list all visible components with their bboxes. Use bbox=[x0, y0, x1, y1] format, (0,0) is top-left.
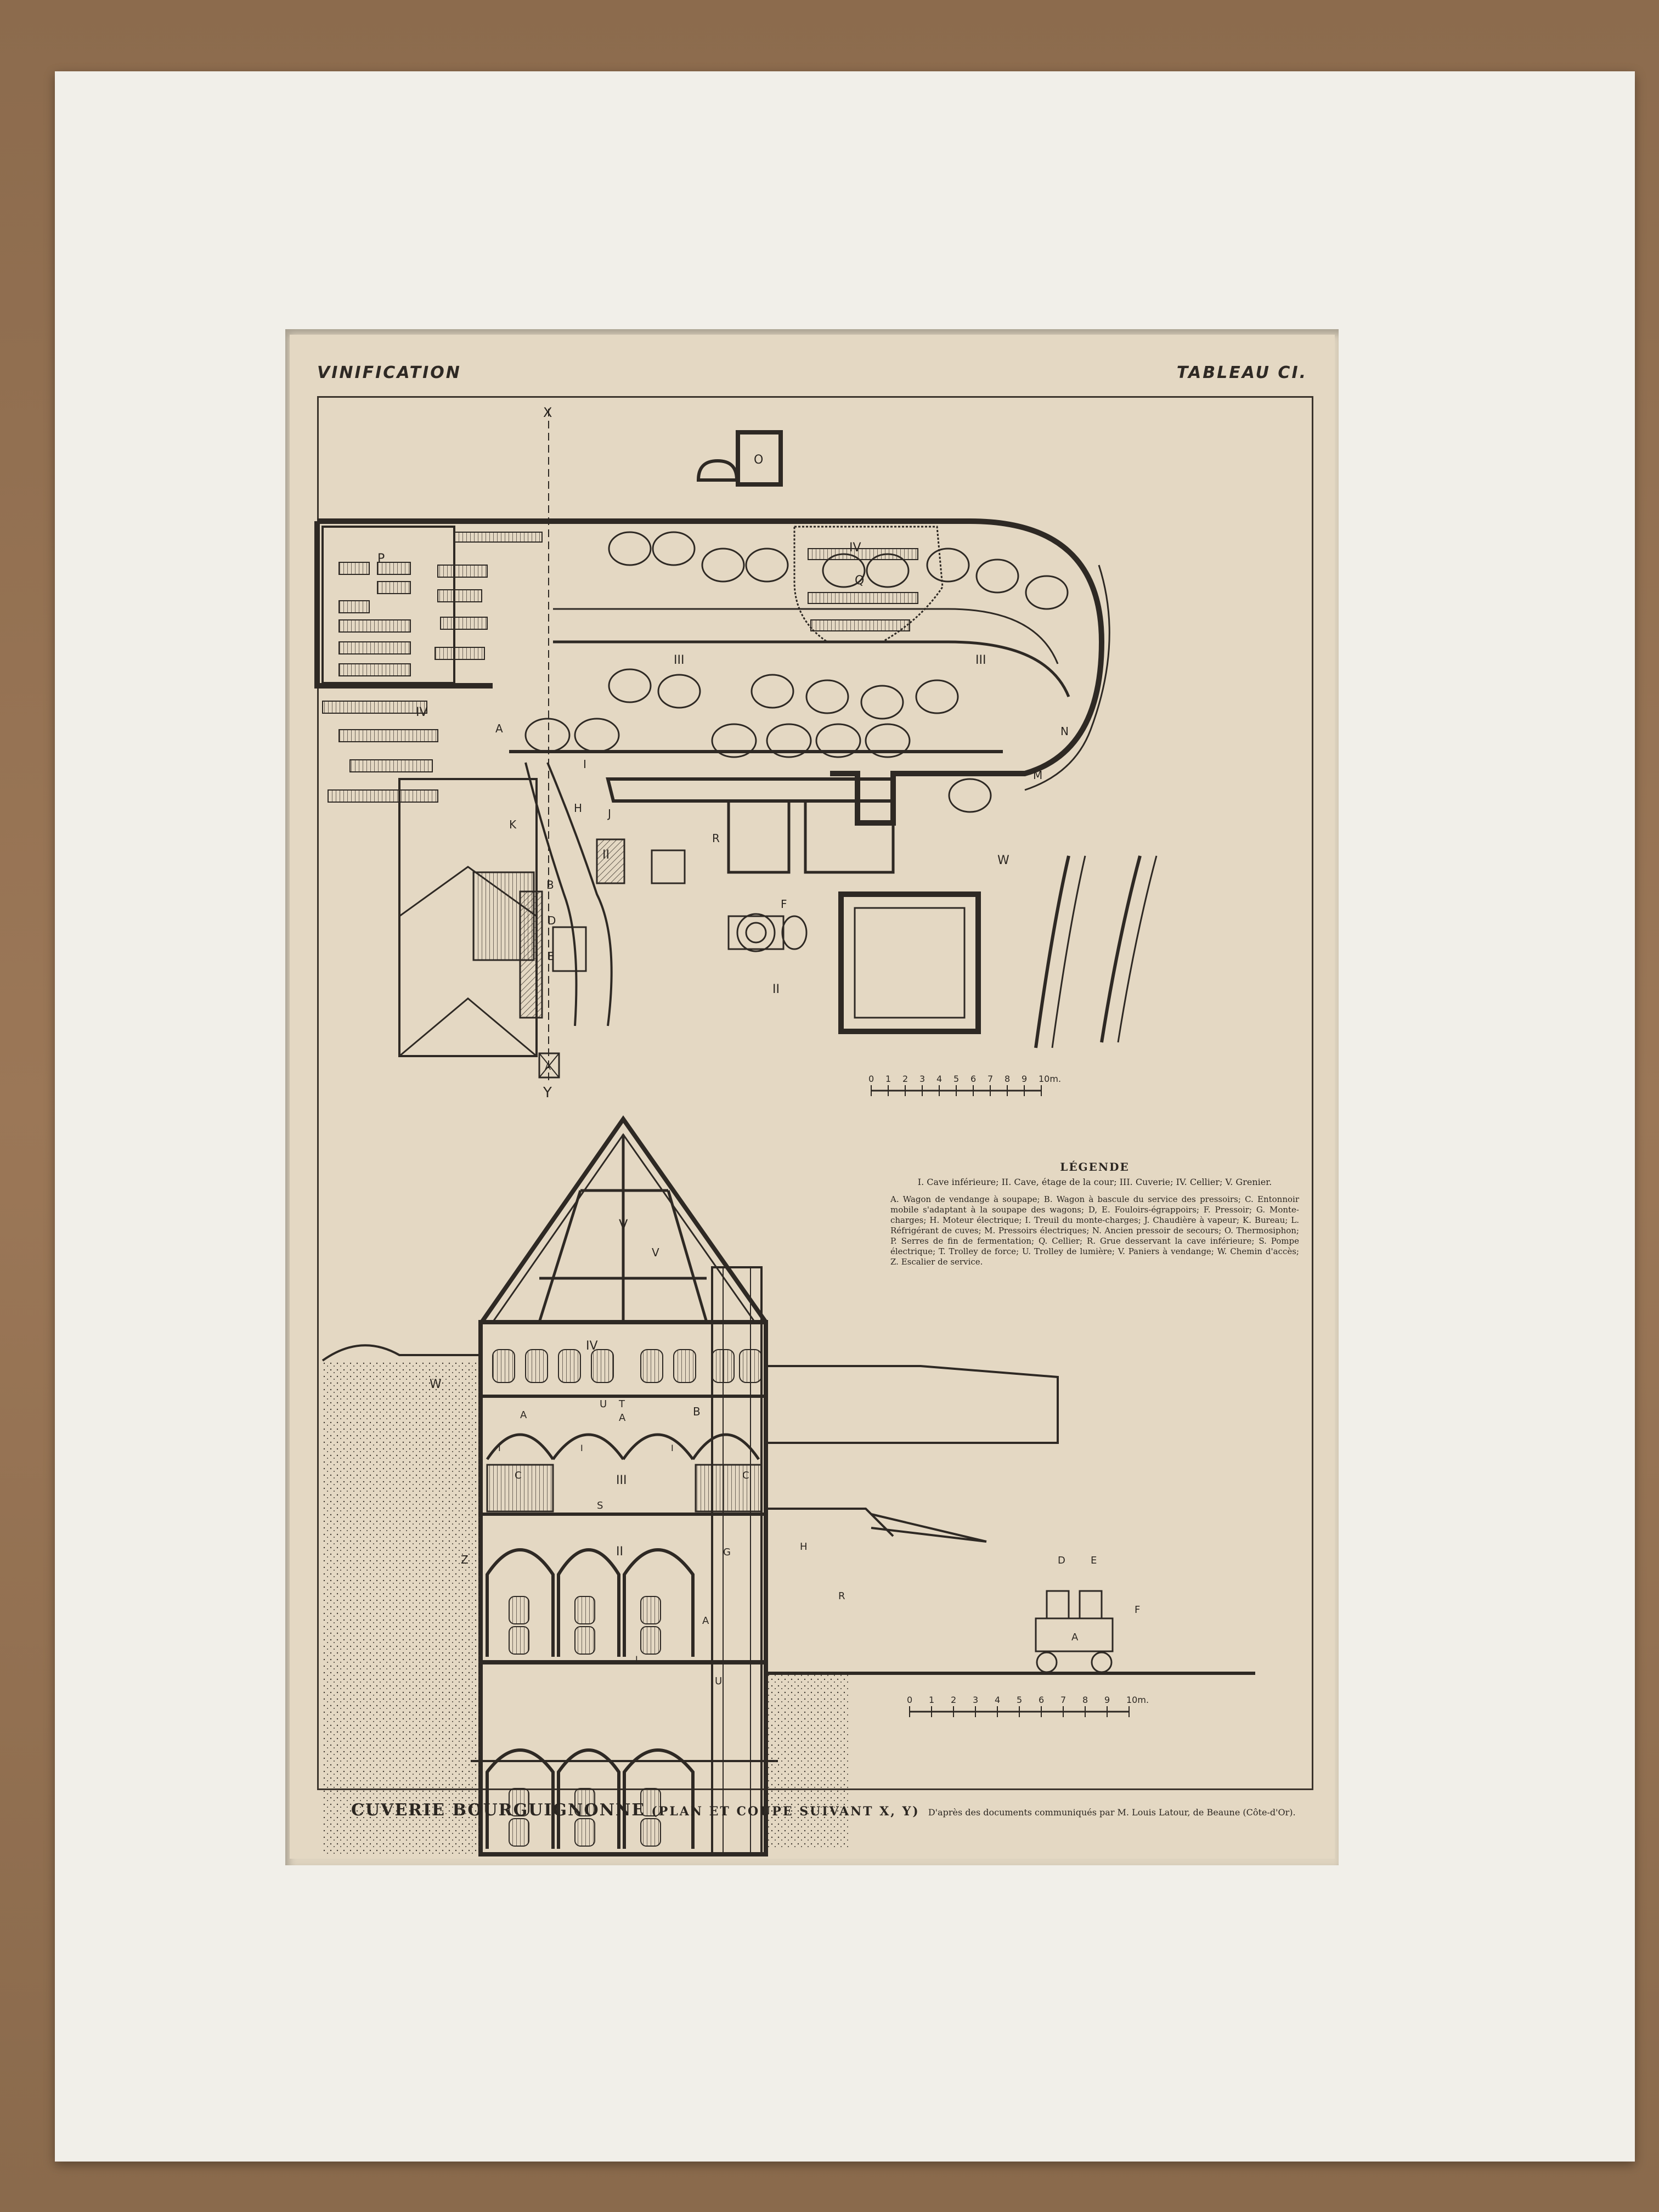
sec-label-a-low: A bbox=[702, 1615, 709, 1627]
section-scale-label: 3 bbox=[973, 1695, 978, 1705]
caption-credit: D'après des documents communiqués par M.… bbox=[928, 1807, 1296, 1818]
plan-label-m: M bbox=[1033, 769, 1042, 782]
plan-label-a: A bbox=[495, 722, 503, 735]
plan-label-ii-mid: II bbox=[602, 848, 610, 862]
plan-label-w: W bbox=[997, 854, 1009, 867]
pressing-machinery bbox=[519, 838, 808, 1019]
section-scale-label: 8 bbox=[1082, 1695, 1088, 1705]
plan-label-j: J bbox=[607, 807, 611, 820]
section-labels: V V IV W U T A A B I I I C C III S Z II … bbox=[430, 1217, 1140, 1687]
section-scale-label: 4 bbox=[995, 1695, 1000, 1705]
sec-label-v-top: V bbox=[619, 1217, 628, 1232]
section-scale-label: 9 bbox=[1104, 1695, 1110, 1705]
caption-subtitle: (PLAN ET COUPE SUIVANT X, Y) bbox=[651, 1804, 920, 1819]
plan-scale-label: 5 bbox=[953, 1074, 959, 1084]
sec-label-w: W bbox=[430, 1378, 442, 1391]
plan-label-iii-right: III bbox=[975, 653, 986, 667]
sec-label-c-left: C bbox=[515, 1470, 522, 1481]
plan-label-iv-left: IV bbox=[416, 706, 428, 719]
section-scale-label: 0 bbox=[907, 1695, 912, 1705]
plan-scale-label: 6 bbox=[970, 1074, 976, 1084]
floor-plan bbox=[314, 409, 1158, 1081]
section-scale-bar: 0 1 2 3 4 5 6 7 8 9 10m. bbox=[907, 1695, 1149, 1717]
plan-label-iii-mid: III bbox=[674, 653, 684, 667]
sec-label-s: S bbox=[597, 1500, 603, 1511]
header-vinification: VINIFICATION bbox=[317, 363, 461, 382]
sec-label-c-right: C bbox=[742, 1470, 749, 1481]
cave-barrels bbox=[509, 1596, 661, 1847]
plan-label-i: I bbox=[583, 758, 586, 771]
section-scale-label: 6 bbox=[1039, 1695, 1044, 1705]
plan-label-e: E bbox=[548, 950, 555, 963]
section-scale-label: 2 bbox=[951, 1695, 956, 1705]
sec-label-h: H bbox=[800, 1541, 808, 1553]
plan-label-k: K bbox=[509, 818, 517, 831]
plan-label-b: B bbox=[546, 878, 554, 891]
plan-label-d: D bbox=[548, 914, 556, 927]
fermentation-vats bbox=[524, 531, 1069, 813]
sec-label-iii: III bbox=[616, 1474, 627, 1487]
header-tableau: TABLEAU CI. bbox=[1176, 363, 1307, 382]
sec-label-e: E bbox=[1091, 1555, 1097, 1566]
section-scale-label: 1 bbox=[929, 1695, 934, 1705]
plan-and-section-drawing: 0 1 2 3 4 5 6 7 8 9 10m. bbox=[314, 405, 1255, 1857]
engraving-sheet: VINIFICATION TABLEAU CI. bbox=[290, 335, 1335, 1859]
sec-label-g: G bbox=[723, 1547, 731, 1558]
sec-label-z: Z bbox=[461, 1553, 469, 1566]
plan-scale-label: 4 bbox=[936, 1074, 942, 1084]
cellar-iv-barrels bbox=[492, 1349, 762, 1383]
cross-section bbox=[321, 1115, 1255, 1857]
plan-scale-label: 10m. bbox=[1039, 1074, 1061, 1084]
plan-scale-bar: 0 1 2 3 4 5 6 7 8 9 10m. bbox=[868, 1074, 1061, 1096]
plan-label-x: X bbox=[543, 405, 552, 420]
plan-label-p: P bbox=[377, 552, 385, 566]
plan-label-y: Y bbox=[543, 1085, 552, 1101]
plan-label-f: F bbox=[781, 898, 787, 911]
plan-scale-label: 3 bbox=[919, 1074, 925, 1084]
plan-scale-label: 2 bbox=[902, 1074, 908, 1084]
sec-label-a-left: A bbox=[520, 1409, 527, 1421]
plate-caption: CUVERIE BOURGUIGNONNE (PLAN ET COUPE SUI… bbox=[351, 1801, 1328, 1820]
sec-label-i-right: I bbox=[671, 1443, 674, 1453]
sec-label-b: B bbox=[693, 1405, 701, 1418]
plan-scale-label: 8 bbox=[1005, 1074, 1010, 1084]
plan-scale-label: 9 bbox=[1022, 1074, 1027, 1084]
barrel-rows-p bbox=[322, 532, 543, 803]
plan-label-r: R bbox=[712, 832, 720, 845]
plan-label-q: Q bbox=[855, 574, 864, 588]
legend-title: LÉGENDE bbox=[1060, 1160, 1130, 1173]
plan-label-o: O bbox=[754, 453, 763, 467]
plan-scale-label: 1 bbox=[885, 1074, 891, 1084]
legend-block: LÉGENDE I. Cave inférieure; II. Cave, ét… bbox=[890, 1160, 1299, 1267]
caption-title: CUVERIE BOURGUIGNONNE bbox=[351, 1801, 646, 1820]
sec-label-d: D bbox=[1058, 1555, 1065, 1566]
sec-label-u: U bbox=[600, 1398, 607, 1410]
sec-label-r: R bbox=[838, 1590, 845, 1602]
legend-floors: I. Cave inférieure; II. Cave, étage de l… bbox=[917, 1177, 1272, 1187]
sec-label-t: T bbox=[618, 1398, 625, 1410]
plan-label-a-wagon: A bbox=[545, 1062, 551, 1072]
plan-labels: X Y O P IV IV Q III III N M A K I H J II… bbox=[377, 405, 1069, 1101]
sec-label-i-low: I bbox=[635, 1654, 638, 1664]
sec-label-i-left: I bbox=[498, 1443, 501, 1453]
plan-scale-label: 7 bbox=[988, 1074, 993, 1084]
plan-label-ii-court: II bbox=[772, 983, 780, 996]
legend-items: A. Wagon de vendange à soupape; B. Wagon… bbox=[890, 1194, 1299, 1267]
sec-label-ii: II bbox=[616, 1545, 623, 1559]
plan-label-h: H bbox=[574, 802, 582, 815]
plan-label-n: N bbox=[1060, 725, 1069, 738]
section-scale-label: 7 bbox=[1060, 1695, 1066, 1705]
sec-label-u-low: U bbox=[715, 1675, 722, 1687]
section-scale-label: 10m. bbox=[1126, 1695, 1149, 1705]
section-scale-label: 5 bbox=[1017, 1695, 1022, 1705]
sec-label-i-mid: I bbox=[580, 1443, 583, 1453]
plan-label-iv-top: IV bbox=[849, 541, 861, 555]
sec-label-iv: IV bbox=[586, 1339, 598, 1353]
plan-scale-label: 0 bbox=[868, 1074, 874, 1084]
sec-label-v-baskets: V bbox=[652, 1246, 659, 1259]
sec-label-a-cart: A bbox=[1071, 1632, 1079, 1643]
sec-label-a-mid: A bbox=[619, 1412, 626, 1424]
sec-label-f: F bbox=[1135, 1604, 1140, 1616]
